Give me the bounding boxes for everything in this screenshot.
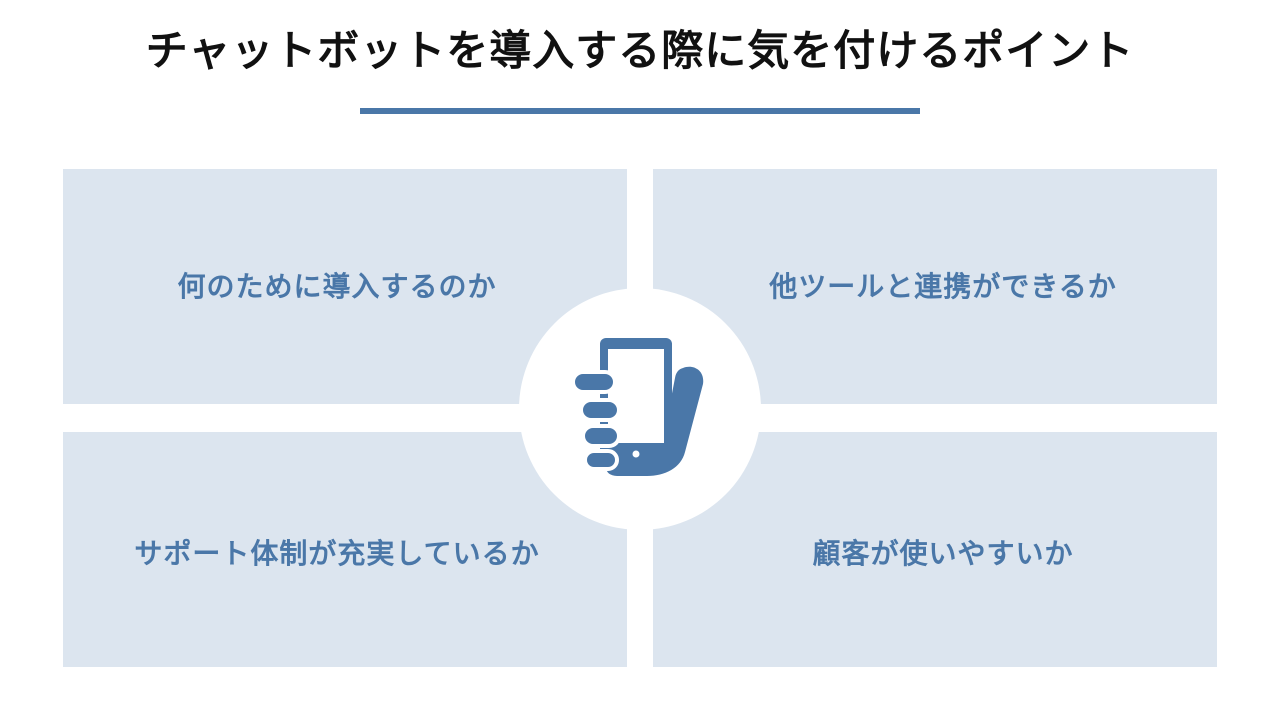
point-label-integration: 他ツールと連携ができるか — [769, 269, 1117, 303]
point-panel-purpose: 何のために導入するのか — [63, 169, 627, 404]
point-panel-usability: 顧客が使いやすいか — [653, 432, 1217, 667]
point-label-usability: 顧客が使いやすいか — [812, 536, 1074, 570]
hand-holding-smartphone-icon — [571, 338, 704, 476]
point-panel-support: サポート体制が充実しているか — [63, 432, 627, 667]
point-label-purpose: 何のために導入するのか — [177, 269, 497, 303]
title-underline — [360, 108, 920, 114]
point-label-support: サポート体制が充実しているか — [134, 536, 540, 570]
page-title: チャットボットを導入する際に気を付けるポイント — [145, 26, 1135, 75]
